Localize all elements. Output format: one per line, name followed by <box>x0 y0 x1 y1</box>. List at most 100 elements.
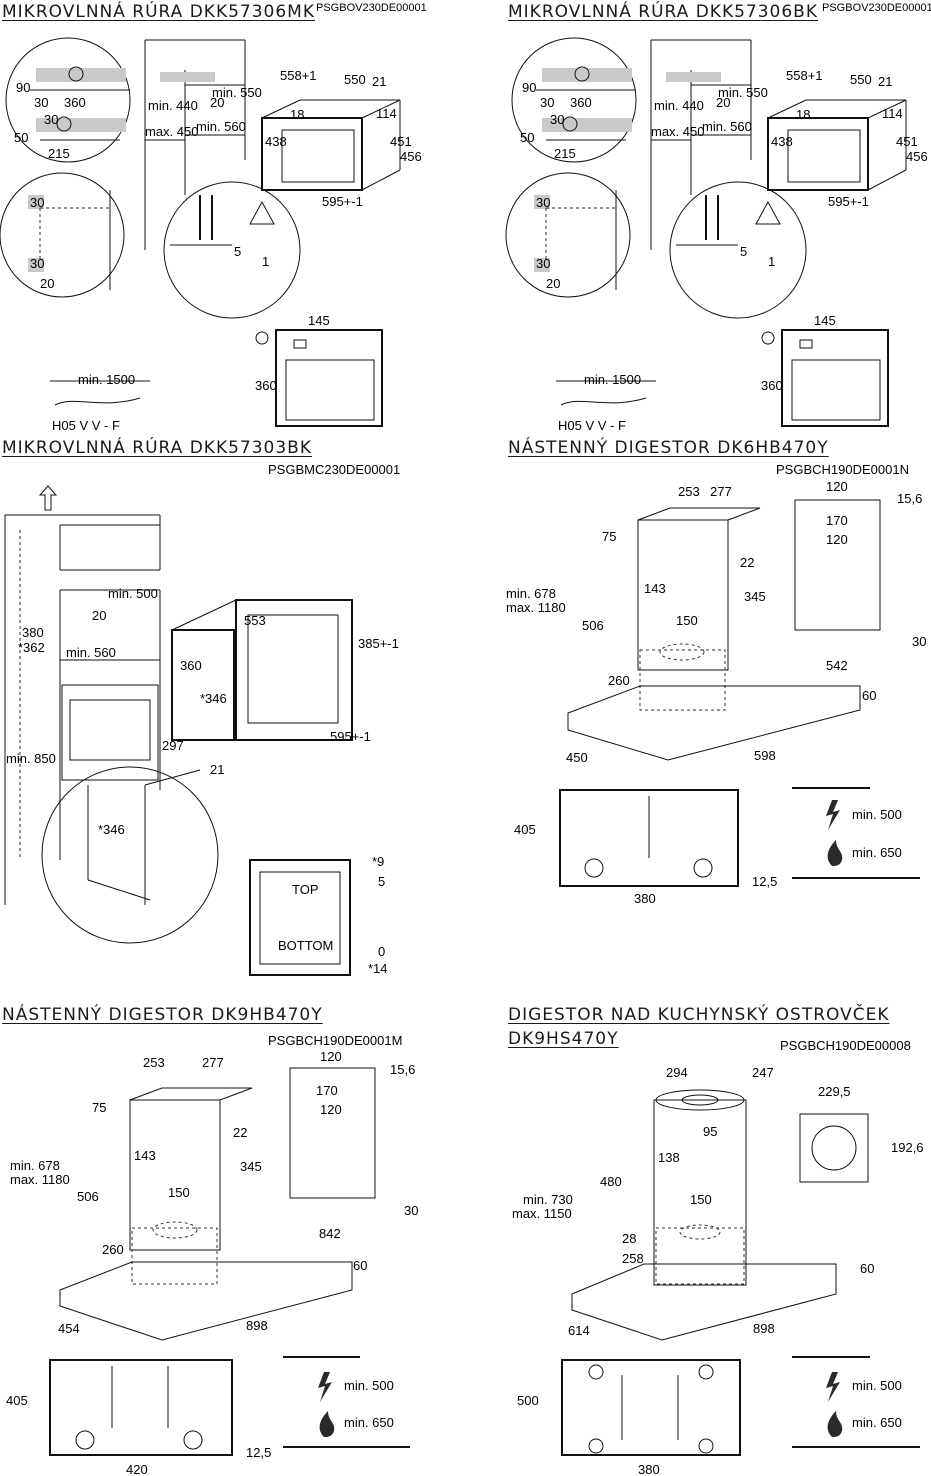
p3-dim: 21 <box>210 762 224 777</box>
p1-cable: H05 V V - F <box>52 418 120 433</box>
panel-5-drawing: 253 277 75 min. 678 max. 1180 143 506 15… <box>6 1049 418 1476</box>
p1-dim: min. 560 <box>196 119 246 134</box>
p5-dim: 260 <box>102 1242 124 1257</box>
p2-dim: 456 <box>906 149 928 164</box>
p4-dim: 143 <box>644 581 666 596</box>
p4-dim: 405 <box>514 822 536 837</box>
p3-dim: *362 <box>18 640 45 655</box>
panel-4-title: NÁSTENNÝ DIGESTOR DK6HB470Y <box>508 438 829 458</box>
p5-dim: 120 <box>320 1102 342 1117</box>
p6-dim: 898 <box>753 1321 775 1336</box>
p4-dim: 380 <box>634 891 656 906</box>
p6-dim: 380 <box>638 1462 660 1476</box>
p2-dim: 550 <box>850 72 872 87</box>
p1-dim: min. 440 <box>148 98 198 113</box>
p5-dim: 405 <box>6 1393 28 1408</box>
panel-6-code: PSGBCH190DE00008 <box>780 1038 911 1053</box>
p1-dim: 30 <box>44 112 58 127</box>
p6-dim: 500 <box>517 1393 539 1408</box>
p4-dim: 598 <box>754 748 776 763</box>
p2-dim: 215 <box>554 146 576 161</box>
panel-1-code: PSGBOV230DE00001 <box>316 2 427 14</box>
panel-4-code: PSGBCH190DE0001N <box>776 462 909 477</box>
p3-dim: min. 850 <box>6 751 56 766</box>
p4-dim: 345 <box>744 589 766 604</box>
p4-dim: 75 <box>602 529 616 544</box>
p6-dim: 95 <box>703 1124 717 1139</box>
p2-dim: 558+1 <box>786 68 823 83</box>
p6-dim: 294 <box>666 1065 688 1080</box>
p6-dim: 192,6 <box>891 1140 924 1155</box>
p5-dim: 170 <box>316 1083 338 1098</box>
p6-dim: 28 <box>622 1231 636 1246</box>
panel-3-code: PSGBMC230DE00001 <box>268 462 401 477</box>
p2-dim: 90 <box>522 80 536 95</box>
p4-dim: 12,5 <box>752 874 777 889</box>
p6-dim: min. 500 <box>852 1378 902 1393</box>
p3-label: BOTTOM <box>278 938 333 953</box>
p2-dim: 451 <box>896 134 918 149</box>
p3-dim: *346 <box>98 822 125 837</box>
p4-dim: max. 1180 <box>506 600 566 615</box>
p5-dim: 120 <box>320 1049 342 1064</box>
p2-dim: 360 <box>570 95 592 110</box>
panel-4-drawing: 253 277 75 min. 678 max. 1180 143 506 15… <box>506 479 926 906</box>
p2-dim: 21 <box>878 74 892 89</box>
panel-2-title: MIKROVLNNÁ RÚRA DKK57306BK <box>508 2 818 22</box>
p4-dim: 60 <box>862 688 876 703</box>
panel-3-title: MIKROVLNNÁ RÚRA DKK57303BK <box>2 438 312 458</box>
p1-dim: 550 <box>344 72 366 87</box>
p3-dim: min. 500 <box>108 586 158 601</box>
p1-dim: 20 <box>210 95 224 110</box>
p4-dim: min. 500 <box>852 807 902 822</box>
p1-dim: 558+1 <box>280 68 317 83</box>
p1-dim: 438 <box>265 134 287 149</box>
p1-dim: 20 <box>40 276 54 291</box>
p2-dim: max. 450 <box>651 124 704 139</box>
p4-dim: min. 650 <box>852 845 902 860</box>
p1-dim: 30 <box>30 256 44 271</box>
p1-dim: 114 <box>376 106 397 121</box>
p5-dim: min. 650 <box>344 1415 394 1430</box>
p2-dim: 30 <box>540 95 554 110</box>
p4-dim: 22 <box>740 555 754 570</box>
p1-dim: 18 <box>290 107 304 122</box>
p5-dim: 15,6 <box>390 1062 415 1077</box>
p6-dim: 150 <box>690 1192 712 1207</box>
p1-dim: 145 <box>308 313 330 328</box>
p5-dim: 60 <box>353 1258 367 1273</box>
p3-dim: 20 <box>92 608 106 623</box>
p6-dim: max. 1150 <box>512 1206 572 1221</box>
p5-dim: 22 <box>233 1125 247 1140</box>
p1-dim: 456 <box>400 149 422 164</box>
p5-dim: 277 <box>202 1055 224 1070</box>
p2-dim: 1 <box>768 254 775 269</box>
p3-dim: *9 <box>372 854 384 869</box>
p2-dim: 595+-1 <box>828 194 869 209</box>
p2-dim: 5 <box>740 244 747 259</box>
p5-dim: 143 <box>134 1148 156 1163</box>
p4-dim: 253 <box>678 484 700 499</box>
p2-dim: 30 <box>550 112 564 127</box>
p3-dim: 297 <box>162 738 184 753</box>
p2-dim: 18 <box>796 107 810 122</box>
p4-dim: 450 <box>566 750 588 765</box>
p6-dim: 258 <box>622 1251 644 1266</box>
p1-dim: 30 <box>30 195 44 210</box>
p5-dim: 842 <box>319 1226 341 1241</box>
p2-cable: H05 V V - F <box>558 418 626 433</box>
panel-2-drawing: 90 30 360 30 50 215 30 30 20 min. 440 ma… <box>505 37 928 433</box>
p6-dim: 247 <box>752 1065 774 1080</box>
p3-dim: 380 <box>22 625 44 640</box>
p1-dim: 1 <box>262 254 269 269</box>
p1-dim: min. 550 <box>212 85 262 100</box>
p5-dim: 898 <box>246 1318 268 1333</box>
p6-dim: 60 <box>860 1261 874 1276</box>
p6-dim: min. 650 <box>852 1415 902 1430</box>
p2-dim: 30 <box>536 256 550 271</box>
panel-6-title-line2: DK9HS470Y <box>508 1029 619 1049</box>
p3-dim: 385+-1 <box>358 636 399 651</box>
p4-dim: 506 <box>582 618 604 633</box>
p1-dim: 30 <box>34 95 48 110</box>
p5-dim: min. 500 <box>344 1378 394 1393</box>
